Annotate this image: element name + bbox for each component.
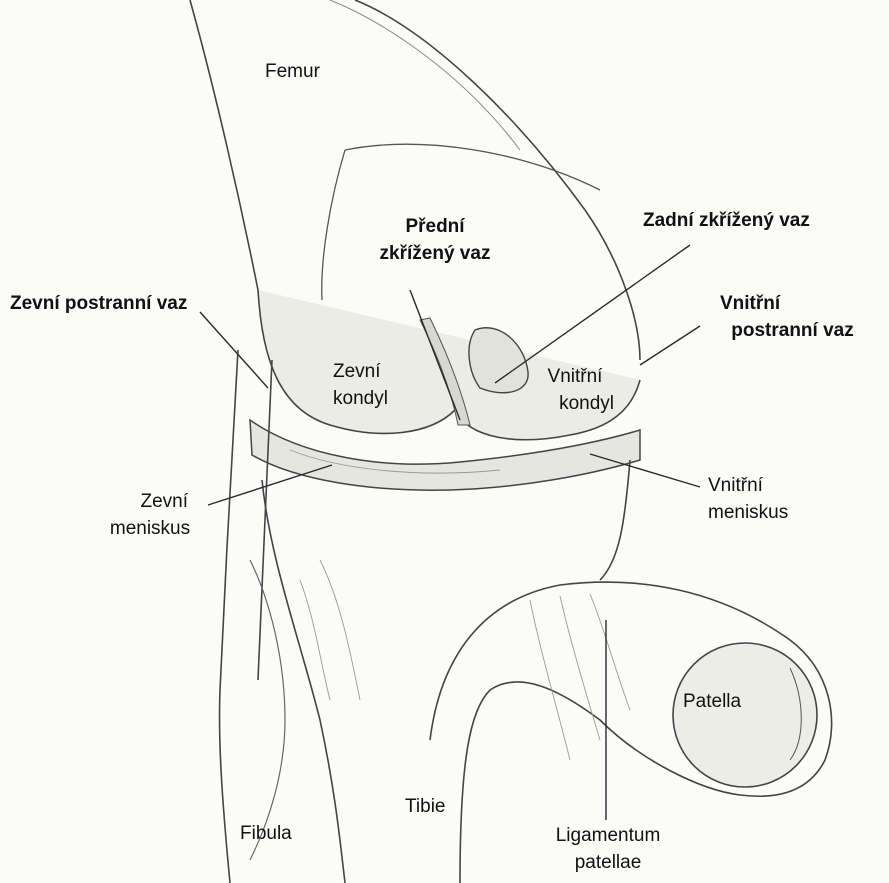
label-vnitrni-kondyl-line2: kondyl bbox=[530, 390, 620, 417]
label-predni-line1: Přední bbox=[360, 213, 510, 240]
label-patella: Patella bbox=[683, 688, 741, 715]
label-zevni-meniskus-line1: Zevní bbox=[100, 488, 200, 515]
label-zevni-kondyl: Zevní kondyl bbox=[333, 358, 388, 412]
label-vnitrni-kondyl: Vnitřní kondyl bbox=[530, 363, 620, 417]
label-zevni-kondyl-line2: kondyl bbox=[333, 385, 388, 412]
label-predni-zkrizeny-vaz: Přední zkřížený vaz bbox=[360, 213, 510, 267]
label-vnitrni-postranni-line2: postranní vaz bbox=[700, 317, 885, 344]
label-vnitrni-meniskus: Vnitřní meniskus bbox=[708, 472, 788, 526]
label-femur: Femur bbox=[265, 58, 320, 85]
label-ligamentum-patellae: Ligamentum patellae bbox=[548, 822, 668, 876]
label-vnitrni-meniskus-line2: meniskus bbox=[708, 499, 788, 526]
label-zevni-postranni-vaz: Zevní postranní vaz bbox=[10, 290, 187, 317]
label-predni-line2: zkřížený vaz bbox=[360, 240, 510, 267]
label-vnitrni-kondyl-line1: Vnitřní bbox=[530, 363, 620, 390]
label-vnitrni-postranni-line1: Vnitřní bbox=[700, 290, 885, 317]
label-vnitrni-meniskus-line1: Vnitřní bbox=[708, 472, 788, 499]
label-fibula: Fibula bbox=[240, 820, 292, 847]
label-tibie: Tibie bbox=[405, 793, 445, 820]
label-zevni-meniskus-line2: meniskus bbox=[100, 515, 200, 542]
label-zevni-meniskus: Zevní meniskus bbox=[100, 488, 200, 542]
label-ligamentum-line2: patellae bbox=[548, 849, 668, 876]
label-zevni-kondyl-line1: Zevní bbox=[333, 358, 388, 385]
label-zadni-zkrizeny-vaz: Zadní zkřížený vaz bbox=[643, 207, 810, 234]
label-vnitrni-postranni-vaz: Vnitřní postranní vaz bbox=[700, 290, 885, 344]
label-ligamentum-line1: Ligamentum bbox=[548, 822, 668, 849]
patella-shape bbox=[673, 643, 817, 787]
